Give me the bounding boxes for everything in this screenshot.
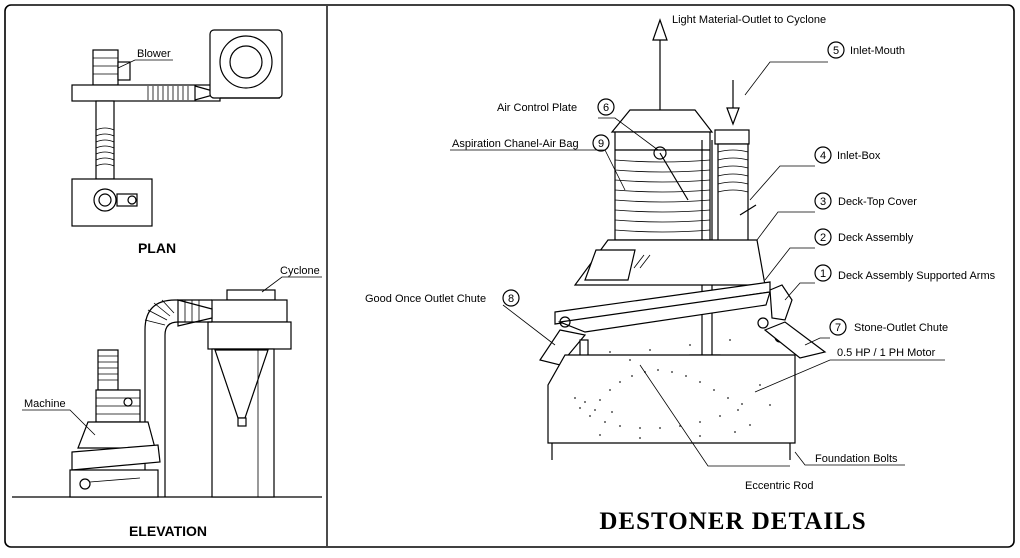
callout-7-label: Stone-Outlet Chute (854, 322, 948, 334)
callout-4-circle (814, 146, 832, 164)
outlet-to-cyclone-label: Light Material-Outlet to Cyclone (672, 14, 826, 26)
callout-4-num: 4 (820, 150, 826, 162)
destoner-detail: Light Material-Outlet to Cyclone (365, 14, 996, 535)
cyclone-label: Cyclone (280, 265, 320, 277)
callout-3-num: 3 (820, 196, 826, 208)
plan-title: PLAN (138, 240, 176, 256)
callout-8-circle (502, 289, 520, 307)
motor-label: 0.5 HP / 1 PH Motor (837, 347, 936, 359)
stone-outlet-chute (763, 321, 827, 359)
foundation-bolts-label: Foundation Bolts (815, 453, 898, 465)
callout-1-label: Deck Assembly Supported Arms (838, 270, 996, 282)
machine-label: Machine (24, 398, 66, 410)
plan-view: Blower PLAN (71, 29, 283, 256)
callout-6-num: 6 (603, 102, 609, 114)
blower-motor (92, 49, 119, 86)
callout-2-label: Deck Assembly (838, 232, 914, 244)
inlet-box (717, 143, 749, 245)
callout-8-label: Good Once Outlet Chute (365, 293, 486, 305)
aspiration-hood (610, 109, 714, 133)
callout-6-label: Air Control Plate (497, 102, 577, 114)
callout-1-num: 1 (820, 268, 826, 280)
callout-9-label: Aspiration Chanel-Air Bag (452, 138, 579, 150)
callout-3-label: Deck-Top Cover (838, 196, 917, 208)
callout-1-circle (814, 264, 832, 282)
eccentric-rod-label: Eccentric Rod (745, 480, 813, 492)
elevation-title: ELEVATION (129, 523, 207, 539)
callout-3-circle (814, 192, 832, 210)
callout-4-label: Inlet-Box (837, 150, 881, 162)
callout-8-num: 8 (508, 293, 514, 305)
callout-7-num: 7 (835, 322, 841, 334)
callout-6-circle (597, 98, 615, 116)
sheet-border (4, 4, 1015, 548)
plan-machine-base (71, 178, 153, 227)
callout-5-num: 5 (833, 45, 839, 57)
air-flow-dots (574, 339, 771, 439)
callout-7-circle (829, 318, 847, 336)
callout-9-num: 9 (598, 138, 604, 150)
callout-2-circle (814, 228, 832, 246)
callout-9-circle (592, 134, 610, 152)
callout-5-circle (827, 41, 845, 59)
main-title: DESTONER DETAILS (599, 508, 866, 535)
destoner-base (547, 354, 796, 444)
callout-2-num: 2 (820, 232, 826, 244)
callout-5-label: Inlet-Mouth (850, 45, 905, 57)
elevation-machine-base (69, 469, 159, 498)
elevation-view: Cyclone Machine ELEVATION (12, 265, 322, 539)
blower-label: Blower (137, 48, 171, 60)
